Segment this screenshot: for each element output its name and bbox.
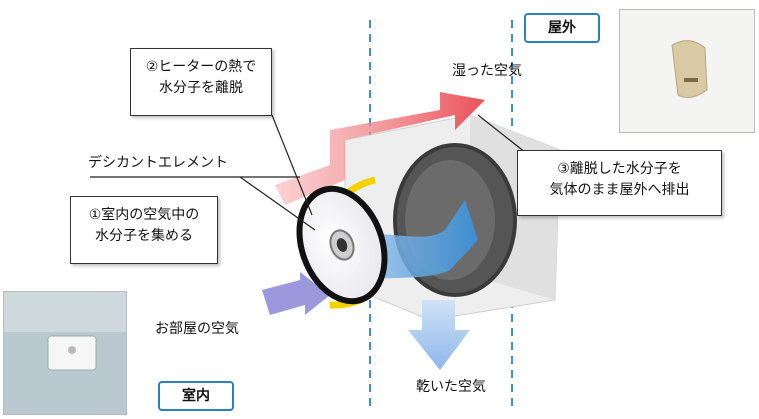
callout-heater-line2: 水分子を離脱 bbox=[159, 80, 243, 96]
indoor-panel-photo bbox=[4, 292, 126, 414]
indoor-photo-frame bbox=[3, 291, 127, 415]
label-desiccant-element: デシカントエレメント bbox=[88, 155, 228, 171]
callout-collect-line1: ①室内の空気中の bbox=[88, 207, 200, 223]
room-air-arrow bbox=[262, 272, 330, 315]
tag-indoor: 室内 bbox=[158, 381, 234, 411]
label-dry-air: 乾いた空気 bbox=[416, 379, 486, 395]
dry-air-arrow bbox=[408, 300, 470, 370]
outdoor-hood-photo bbox=[620, 10, 754, 132]
callout-collect: ①室内の空気中の 水分子を集める bbox=[70, 196, 218, 264]
callout-discharge: ③離脱した水分子を 気体のまま屋外へ排出 bbox=[517, 150, 722, 216]
humid-air-arrow bbox=[275, 92, 485, 205]
tag-outdoor: 屋外 bbox=[524, 13, 600, 43]
callout-collect-line2: 水分子を集める bbox=[95, 228, 193, 244]
leader-desiccant-diag bbox=[239, 176, 316, 231]
label-humid-air: 湿った空気 bbox=[452, 63, 522, 79]
desiccant-disc bbox=[296, 185, 388, 305]
callout-discharge-line1: ③離脱した水分子を bbox=[557, 161, 682, 177]
callout-heater: ②ヒーターの熱で 水分子を離脱 bbox=[130, 48, 272, 116]
outdoor-photo-frame bbox=[619, 9, 755, 133]
callout-heater-line1: ②ヒーターの熱で bbox=[145, 59, 257, 75]
leader-heater bbox=[271, 114, 313, 216]
label-room-air: お部屋の空気 bbox=[155, 321, 239, 337]
callout-discharge-line2: 気体のまま屋外へ排出 bbox=[549, 182, 690, 198]
